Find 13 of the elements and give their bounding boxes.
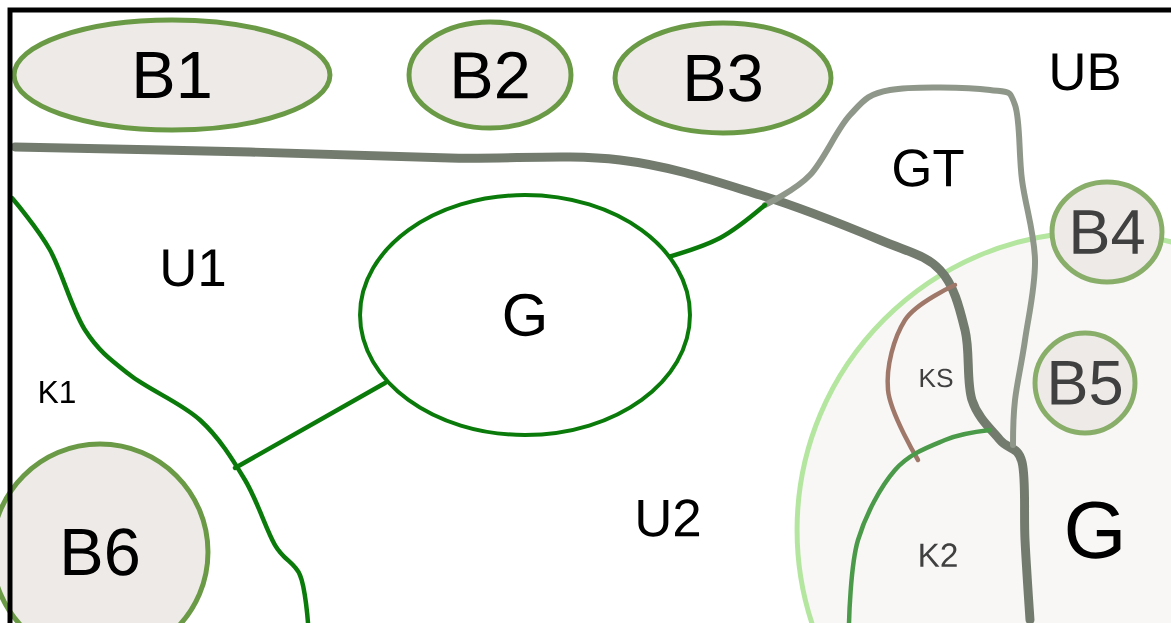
ellipse-node: B5 [1032,330,1138,436]
ellipse-node: B3 [612,20,834,136]
region-label: K2 [920,543,957,567]
region-label: GT [894,149,964,187]
ellipse-node: B1 [11,17,333,133]
region-label: U1 [163,249,225,287]
region-label: K1 [40,381,75,403]
ellipse-node: B2 [406,19,574,131]
region-label: UB [1052,53,1119,91]
region-label: KS [920,368,953,388]
ellipse-node: B4 [1049,179,1165,285]
ellipse-node: B6 [0,441,211,623]
region-label: U2 [638,499,700,537]
